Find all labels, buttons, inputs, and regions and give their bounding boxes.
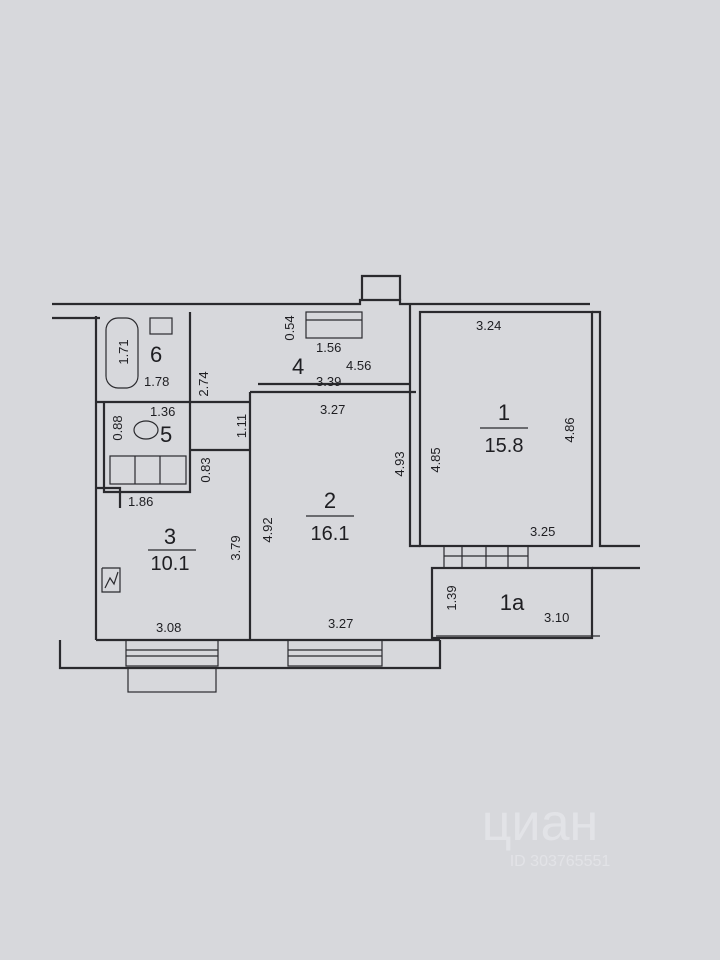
dimension-label: 0.83 bbox=[198, 457, 213, 482]
dimension-label: 0.88 bbox=[110, 415, 125, 440]
watermark-brand: циан bbox=[482, 794, 598, 852]
dimension-label: 1.39 bbox=[444, 585, 459, 610]
room-5: 5 1.36 0.88 0.83 bbox=[110, 404, 213, 483]
dimension-label: 2.74 bbox=[196, 371, 211, 396]
room-area: 10.1 bbox=[151, 553, 190, 575]
room-area: 16.1 bbox=[311, 523, 350, 545]
bathtub-icon bbox=[105, 317, 139, 389]
dimension-label: 1.56 bbox=[316, 340, 341, 355]
dimension-label: 4.56 bbox=[346, 358, 371, 373]
stove-icon bbox=[109, 455, 187, 485]
dimension-label: 4.92 bbox=[260, 517, 275, 542]
dimension-label: 3.10 bbox=[544, 610, 569, 625]
dimension-label: 1.71 bbox=[116, 339, 131, 364]
dimension-label: 1.36 bbox=[150, 404, 175, 419]
dimension-label: 1.78 bbox=[144, 374, 169, 389]
dimension-label: 4.93 bbox=[392, 451, 407, 476]
room-1: 3.24 1 15.8 4.85 4.86 3.25 bbox=[428, 318, 577, 539]
room-number: 1 bbox=[498, 400, 510, 425]
room-number: 4 bbox=[292, 354, 304, 379]
dimension-label: 3.08 bbox=[156, 620, 181, 635]
room-number: 6 bbox=[150, 342, 162, 367]
dimension-label: 3.27 bbox=[328, 616, 353, 631]
room-2: 3.27 2 16.1 4.92 4.93 3.27 bbox=[260, 402, 407, 631]
dimension-label: 3.79 bbox=[228, 535, 243, 560]
room-1a: 1a 1.39 3.10 bbox=[444, 585, 569, 625]
dimension-label: 3.27 bbox=[320, 402, 345, 417]
watermark-id: ID 303765551 bbox=[510, 853, 611, 870]
dimension-label: 1.11 bbox=[234, 414, 249, 438]
room-3: 1.86 3 10.1 3.79 3.08 bbox=[128, 494, 243, 635]
room-area: 15.8 bbox=[485, 435, 524, 457]
room-6: 6 1.71 1.78 bbox=[116, 339, 169, 389]
room-number: 5 bbox=[160, 422, 172, 447]
fixtures bbox=[101, 317, 187, 593]
sink-icon bbox=[149, 317, 173, 335]
toilet-icon bbox=[133, 420, 159, 440]
room-number: 3 bbox=[164, 524, 176, 549]
dimension-label: 4.86 bbox=[562, 417, 577, 442]
watermark: циан ID 303765551 bbox=[482, 794, 611, 870]
dimension-label: 1.86 bbox=[128, 494, 153, 509]
heater-icon bbox=[101, 567, 121, 593]
dimension-label: 3.24 bbox=[476, 318, 501, 333]
room-number: 2 bbox=[324, 488, 336, 513]
dimension-label: 4.85 bbox=[428, 447, 443, 472]
room-number: 1a bbox=[500, 590, 525, 615]
dimension-label: 0.54 bbox=[282, 315, 297, 340]
dimension-label: 3.25 bbox=[530, 524, 555, 539]
windows bbox=[125, 311, 529, 693]
dimension-label: 3.39 bbox=[316, 374, 341, 389]
room-4: 4 0.54 1.56 4.56 3.39 2.74 1.11 bbox=[196, 315, 371, 438]
